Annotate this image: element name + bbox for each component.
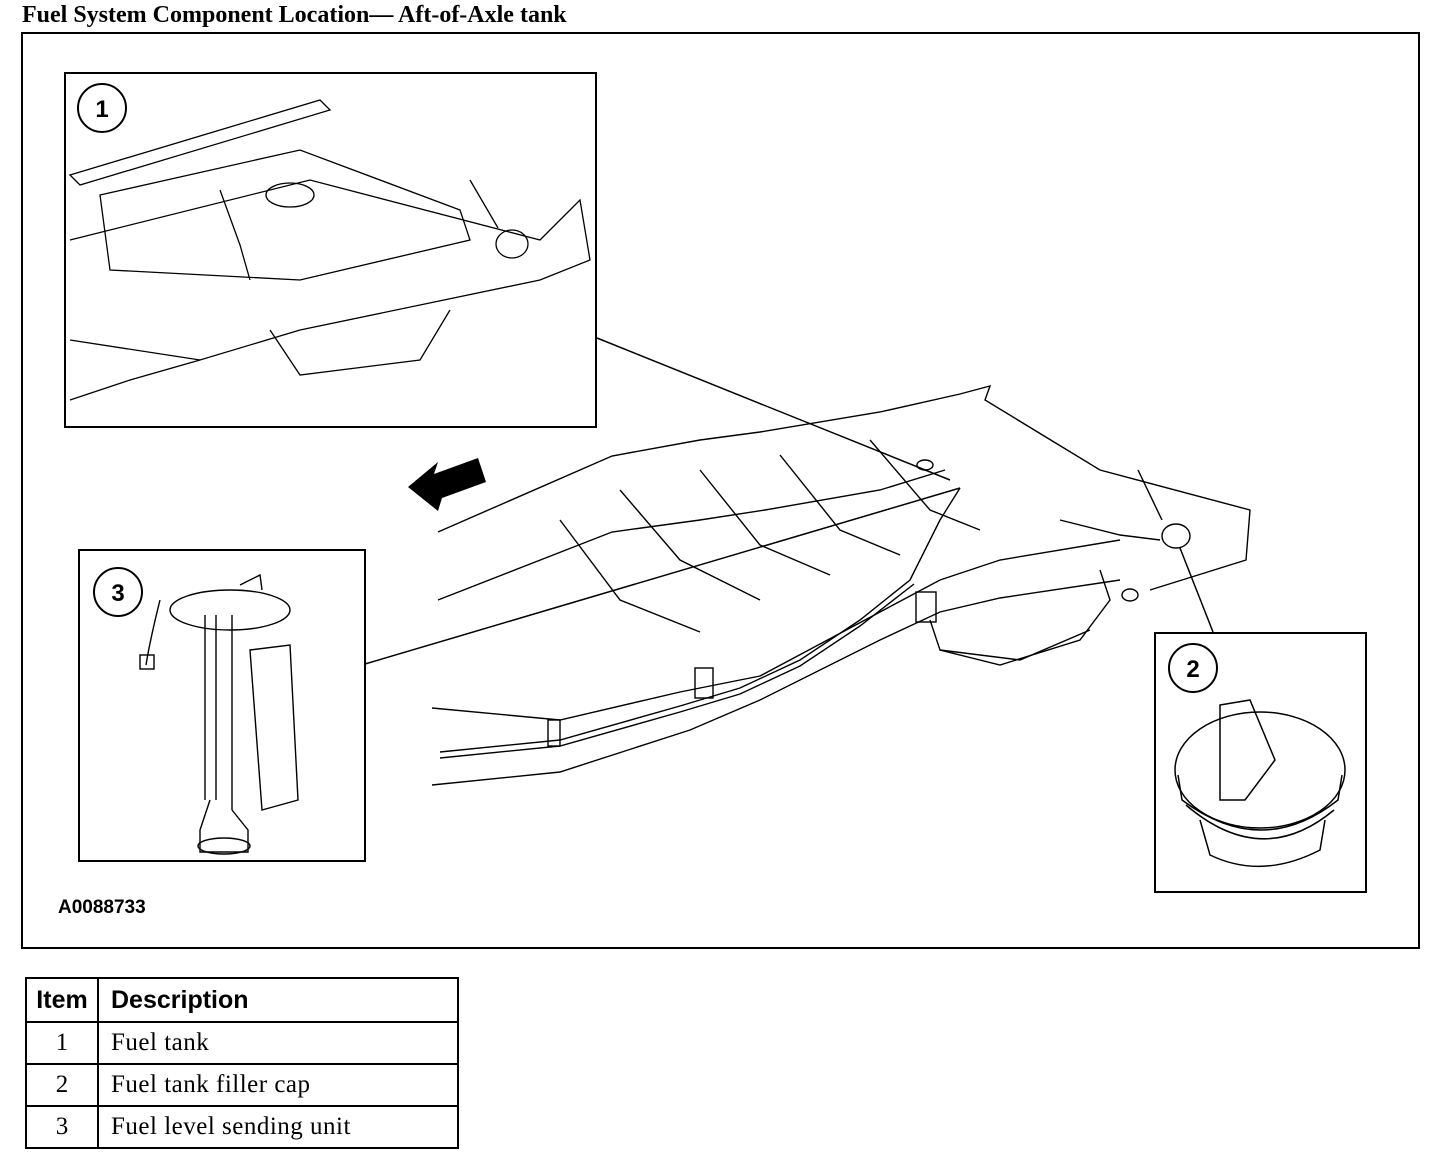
front-direction-arrow-icon <box>408 458 486 511</box>
callout-2-circle <box>1168 643 1218 693</box>
chassis-illustration <box>431 384 1251 786</box>
figure-frame <box>21 32 1420 949</box>
leader-lines <box>364 337 1214 665</box>
figure-id: A0088733 <box>58 897 146 918</box>
legend-header-row: Item Description <box>25 977 459 1023</box>
callout-1-circle <box>77 83 127 133</box>
table-row: 2 Fuel tank filler cap <box>25 1063 459 1107</box>
callout-3-circle <box>93 567 143 617</box>
table-row: 1 Fuel tank <box>25 1021 459 1065</box>
callout-3-label: 3 <box>111 580 124 607</box>
legend-item-description: Fuel tank <box>97 1021 459 1065</box>
legend-table: Item Description 1 Fuel tank 2 Fuel tank… <box>25 977 459 1149</box>
callout-1-label: 1 <box>95 96 108 123</box>
component-location-diagram: 1 2 3 A0088733 <box>21 32 1420 949</box>
legend-item-description: Fuel tank filler cap <box>97 1063 459 1107</box>
legend-item-description: Fuel level sending unit <box>97 1105 459 1149</box>
legend-item-number: 3 <box>25 1105 99 1149</box>
legend-item-number: 1 <box>25 1021 99 1065</box>
legend-header-description: Description <box>97 977 459 1023</box>
inset-filler-cap: 2 <box>1154 632 1367 893</box>
table-row: 3 Fuel level sending unit <box>25 1105 459 1149</box>
inset-fuel-tank: 1 <box>64 72 597 428</box>
inset-sending-unit: 3 <box>78 549 366 862</box>
legend-item-number: 2 <box>25 1063 99 1107</box>
page-title: Fuel System Component Location— Aft-of-A… <box>22 2 567 28</box>
legend-header-item: Item <box>25 977 99 1023</box>
callout-2-label: 2 <box>1186 656 1199 683</box>
